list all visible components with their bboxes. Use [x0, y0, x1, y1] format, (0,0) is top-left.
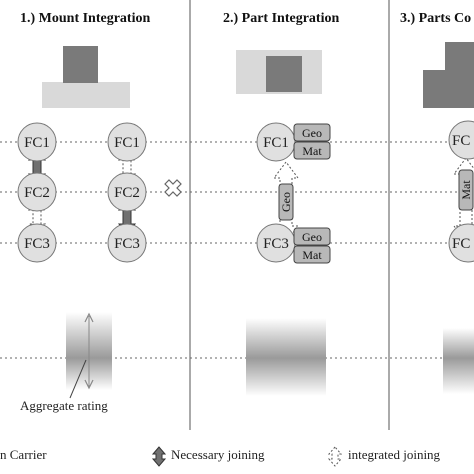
node-label: FC3	[24, 236, 50, 252]
aggregate-rating-label: Aggregate rating	[20, 398, 108, 413]
tag-label: Geo	[279, 192, 293, 212]
node-label: FC3	[114, 236, 140, 252]
mat-tag: Mat	[293, 141, 331, 160]
mat-tag: Mat	[293, 245, 331, 264]
node-fc3: FC3	[107, 223, 147, 263]
geo-tag: Geo	[293, 123, 331, 142]
geo-tag: Geo	[293, 227, 331, 246]
aggregate-bar	[66, 312, 112, 390]
node-label: FC2	[114, 185, 140, 201]
tag-label: Geo	[302, 230, 322, 244]
legend-integrated-label: integrated joining	[348, 447, 441, 462]
legend-necessary-label: Necessary joining	[171, 447, 265, 462]
panel-title-mount: 1.) Mount Integration	[20, 11, 150, 26]
node-fc1-partial: FC	[448, 120, 474, 160]
node-label: FC1	[263, 135, 289, 151]
integrated-joining-legend-icon	[327, 446, 343, 467]
node-label: FC	[452, 133, 470, 149]
part-block-icon	[236, 50, 322, 94]
node-fc3-partial: FC	[448, 223, 474, 263]
aggregate-bar	[443, 328, 474, 394]
tag-label: Mat	[302, 144, 322, 158]
cross-icon	[164, 179, 182, 197]
node-fc1: FC1	[256, 122, 296, 162]
node-label: FC1	[114, 135, 140, 151]
node-fc3: FC3	[17, 223, 57, 263]
legend: n Carrier Necessary joining integrated j…	[0, 446, 441, 467]
node-fc3: FC3	[256, 223, 296, 263]
mount-block-icon	[42, 46, 130, 108]
node-label: FC1	[24, 135, 50, 151]
aggregate-pointer	[69, 359, 87, 399]
parts-block-icon	[423, 42, 474, 108]
geo-tag-vertical: Geo	[278, 183, 294, 221]
legend-carrier-label: n Carrier	[0, 447, 47, 462]
panel-title-parts: 3.) Parts Co	[400, 11, 471, 26]
node-fc1: FC1	[107, 122, 147, 162]
tag-label: Mat	[302, 248, 322, 262]
node-fc2: FC2	[107, 172, 147, 212]
node-label: FC2	[24, 185, 50, 201]
necessary-joining-legend-icon	[151, 446, 167, 467]
mat-tag-vertical: Mat	[458, 169, 474, 211]
node-fc1: FC1	[17, 122, 57, 162]
node-label: FC3	[263, 236, 289, 252]
panel-title-part: 2.) Part Integration	[223, 11, 339, 26]
node-label: FC	[452, 236, 470, 252]
aggregate-bar	[246, 318, 326, 396]
tag-label: Geo	[302, 126, 322, 140]
node-fc2: FC2	[17, 172, 57, 212]
tag-label: Mat	[459, 180, 473, 200]
